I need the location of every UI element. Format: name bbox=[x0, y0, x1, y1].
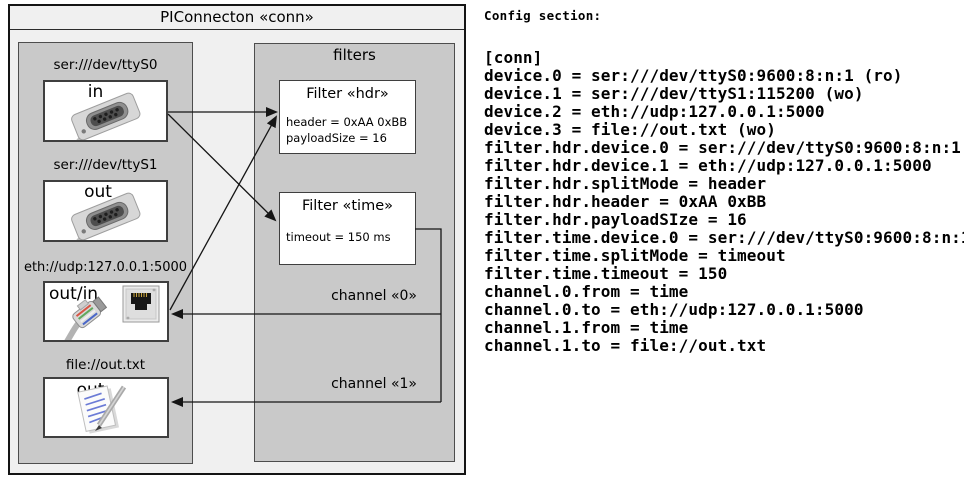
ethernet-plug-icon bbox=[63, 296, 108, 340]
config-line: channel.0.from = time bbox=[484, 282, 689, 301]
filter-time-title: Filter «time» bbox=[301, 198, 394, 214]
config-line: filter.hdr.payloadSIze = 16 bbox=[484, 210, 747, 229]
diagram-title: PIConnecton «conn» bbox=[160, 8, 314, 26]
serial-connector-icon bbox=[71, 192, 141, 240]
filter-time-prop-timeout: timeout = 150 ms bbox=[286, 230, 391, 244]
device-label-eth: eth://udp:127.0.0.1:5000 bbox=[23, 260, 188, 275]
config-line: filter.hdr.device.1 = eth://udp:127.0.0.… bbox=[484, 156, 932, 175]
filter-hdr-prop-payload: payloadSize = 16 bbox=[286, 131, 387, 145]
config-heading: Config section: bbox=[484, 8, 602, 23]
device-label-file: file://out.txt bbox=[65, 357, 146, 373]
config-line: filter.hdr.header = 0xAA 0xBB bbox=[484, 192, 767, 211]
config-listing: [conn] device.0 = ser:///dev/ttyS0:9600:… bbox=[484, 48, 964, 355]
serial-connector-icon bbox=[71, 92, 141, 140]
filter-hdr-prop-header: header = 0xAA 0xBB bbox=[286, 115, 408, 129]
channel-1-label: channel «1» bbox=[331, 376, 417, 392]
config-line: device.0 = ser:///dev/ttyS0:9600:8:n:1 (… bbox=[484, 66, 903, 85]
device-label-ttys0: ser:///dev/ttyS0 bbox=[53, 57, 158, 73]
title-separator bbox=[10, 29, 464, 30]
device-mode-ttys1: out bbox=[84, 182, 112, 202]
config-line: channel.1.from = time bbox=[484, 318, 689, 337]
filters-panel-title: filters bbox=[333, 46, 376, 64]
notepad-pen-icon bbox=[77, 385, 127, 434]
device-label-ttys1: ser:///dev/ttyS1 bbox=[53, 157, 158, 173]
config-line: filter.time.splitMode = timeout bbox=[484, 246, 786, 265]
config-line: [conn] bbox=[484, 48, 543, 67]
config-line: channel.1.to = file://out.txt bbox=[484, 336, 767, 355]
filter-hdr-title: Filter «hdr» bbox=[306, 86, 389, 102]
ethernet-port-icon bbox=[122, 285, 160, 323]
device-mode-eth: out/in bbox=[49, 284, 99, 304]
filter-time-box bbox=[279, 192, 416, 265]
filter-hdr-box bbox=[279, 80, 416, 154]
config-line: device.3 = file://out.txt (wo) bbox=[484, 120, 776, 139]
config-line: device.1 = ser:///dev/ttyS1:115200 (wo) bbox=[484, 84, 864, 103]
config-line: filter.hdr.device.0 = ser:///dev/ttyS0:9… bbox=[484, 138, 961, 157]
config-line: filter.hdr.splitMode = header bbox=[484, 174, 767, 193]
device-mode-ttys0: in bbox=[87, 82, 104, 102]
config-line: channel.0.to = eth://udp:127.0.0.1:5000 bbox=[484, 300, 864, 319]
config-line: device.2 = eth://udp:127.0.0.1:5000 bbox=[484, 102, 825, 121]
config-line: filter.time.device.0 = ser:///dev/ttyS0:… bbox=[484, 228, 964, 247]
config-line: filter.time.timeout = 150 bbox=[484, 264, 728, 283]
channel-0-label: channel «0» bbox=[331, 288, 417, 304]
